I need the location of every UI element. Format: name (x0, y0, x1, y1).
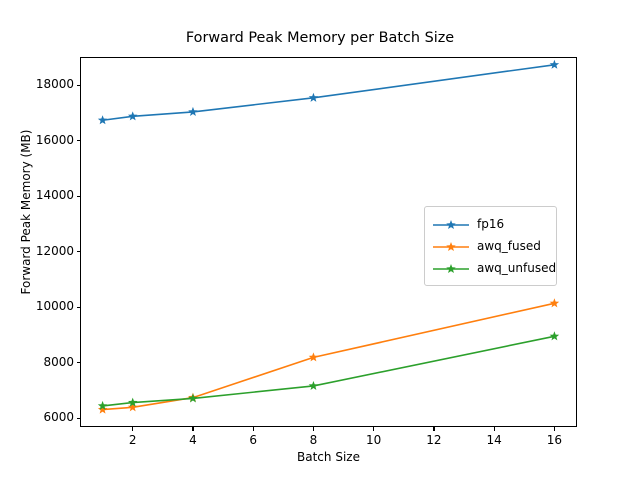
data-point-marker (188, 106, 198, 116)
y-tick-mark (76, 362, 80, 364)
x-tick-label: 8 (309, 433, 318, 447)
x-tick-label: 2 (128, 433, 137, 447)
data-point-marker (549, 59, 560, 69)
legend-swatch-icon (432, 239, 470, 253)
legend-item-fp16[interactable]: fp16 (432, 213, 548, 235)
data-point-marker (308, 380, 319, 390)
legend: fp16 awq_fused awq_unfused (424, 206, 557, 286)
y-tick-label: 6000 (43, 410, 74, 425)
legend-label: awq_unfused (477, 261, 557, 275)
x-tick-mark (553, 427, 555, 431)
y-tick-mark (76, 84, 80, 86)
legend-swatch-icon (432, 217, 470, 231)
x-tick-label: 14 (486, 433, 502, 447)
x-tick-mark (252, 427, 254, 431)
data-point-marker (308, 92, 319, 102)
legend-item-awq_unfused[interactable]: awq_unfused (432, 257, 556, 279)
data-point-marker (549, 298, 560, 308)
x-tick-mark (433, 427, 435, 431)
series-line-awq_unfused (101, 335, 556, 407)
y-tick-mark (76, 306, 80, 308)
data-point-marker (127, 397, 138, 407)
data-point-marker (308, 352, 319, 362)
series-line-fp16 (101, 63, 556, 122)
y-tick-mark (76, 417, 80, 419)
x-tick-label: 16 (546, 433, 563, 447)
series-awq_fused (97, 298, 560, 414)
series-line-awq_fused (101, 302, 556, 411)
x-tick-label: 6 (249, 433, 257, 447)
page-title: Forward Peak Memory per Batch Size (185, 30, 455, 46)
x-tick-label: 12 (426, 433, 442, 447)
y-tick-label: 12000 (35, 243, 74, 258)
y-tick-label: 18000 (35, 77, 74, 92)
x-axis-label: Batch Size (297, 450, 360, 464)
y-tick-mark (76, 195, 80, 197)
data-point-marker (97, 115, 108, 125)
y-tick-label: 16000 (35, 132, 74, 147)
y-tick-label: 14000 (35, 188, 74, 203)
x-tick-mark (132, 427, 134, 431)
x-tick-label: 4 (189, 433, 197, 447)
data-point-marker (188, 393, 198, 403)
series-awq_unfused (97, 331, 560, 410)
legend-item-awq_fused[interactable]: awq_fused (432, 235, 548, 257)
data-point-marker (127, 402, 138, 412)
x-tick-mark (373, 427, 375, 431)
y-tick-mark (76, 140, 80, 142)
data-point-marker (127, 111, 138, 121)
y-tick-label: 10000 (35, 299, 74, 314)
x-tick-mark (192, 427, 194, 431)
legend-label: fp16 (477, 217, 505, 231)
legend-swatch-icon (432, 261, 470, 275)
data-point-marker (549, 331, 560, 341)
data-point-marker (97, 404, 108, 414)
series-fp16 (97, 59, 560, 125)
y-tick-label: 8000 (43, 354, 74, 369)
data-point-marker (97, 400, 108, 410)
x-tick-label: 10 (366, 433, 382, 447)
legend-label: awq_fused (477, 239, 541, 253)
x-tick-mark (312, 427, 315, 431)
plot-area (97, 59, 560, 414)
axes-frame (80, 57, 577, 427)
y-tick-mark (76, 251, 80, 253)
x-tick-mark (493, 427, 495, 431)
y-axis-label: Forward Peak Memory (MB) (19, 129, 33, 295)
